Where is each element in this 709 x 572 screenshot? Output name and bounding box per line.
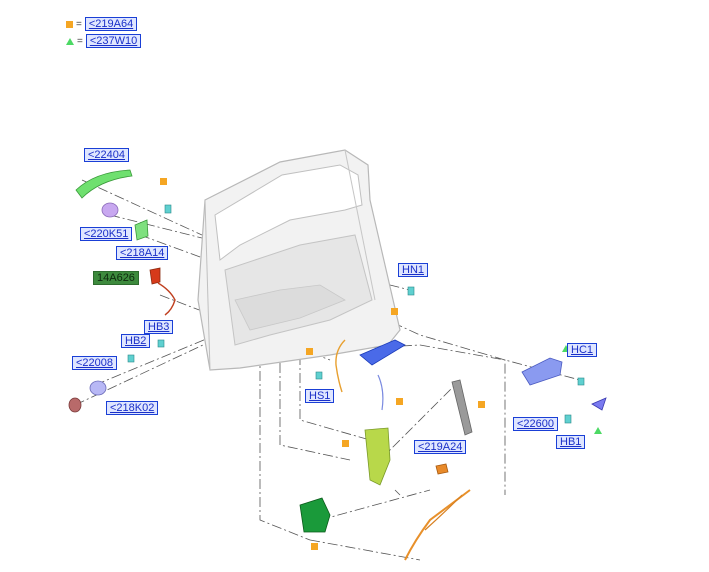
callout-219A24[interactable]: <219A24	[414, 440, 467, 454]
callout-22008[interactable]: <22008	[72, 356, 118, 370]
wire-blue-part	[377, 374, 384, 411]
callout-218K02[interactable]: <218K02	[106, 401, 159, 415]
handle-bezel-part	[101, 202, 119, 218]
triangle-legend-icon	[66, 37, 74, 45]
wiring-14A626-part	[149, 267, 176, 316]
gasket-218K02-part	[68, 397, 82, 413]
callout-HB3[interactable]: HB3	[144, 320, 174, 334]
callout-HC1[interactable]: HC1	[567, 343, 598, 357]
window-motor-part	[359, 339, 406, 366]
legend-row-triangle: = <237W10	[66, 34, 142, 48]
callout-218A14[interactable]: <218A14	[116, 246, 169, 260]
door-latch-part	[299, 497, 331, 533]
release-cable-part	[404, 489, 471, 561]
legend-code-219A64[interactable]: <219A64	[84, 17, 138, 31]
callout-22600[interactable]: <22600	[513, 417, 559, 431]
exterior-handle-part	[75, 169, 133, 199]
door-shell	[197, 149, 401, 371]
interior-handle-part	[521, 357, 563, 386]
callout-HS1[interactable]: HS1	[305, 389, 335, 403]
callout-HN1[interactable]: HN1	[398, 263, 429, 277]
callout-22404[interactable]: <22404	[84, 148, 130, 162]
bracket-yellowgreen-part	[364, 427, 391, 486]
legend-equals: =	[77, 35, 83, 47]
glass-channel-part	[451, 379, 473, 436]
callout-14A626[interactable]: 14A626	[93, 271, 139, 285]
legend-code-237W10[interactable]: <237W10	[85, 34, 142, 48]
lock-cylinder-part	[89, 380, 107, 396]
square-markers	[160, 178, 485, 550]
cap-part	[591, 397, 607, 411]
fastener-clips	[127, 204, 585, 424]
cable-orange-part	[335, 339, 346, 393]
legend-row-square: = <219A64	[66, 17, 138, 31]
callout-HB1[interactable]: HB1	[556, 435, 586, 449]
clip-219A24-part	[435, 463, 449, 475]
callout-220K51[interactable]: <220K51	[80, 227, 133, 241]
cover-218A14-part	[134, 219, 149, 241]
square-legend-icon	[66, 20, 73, 28]
legend-equals: =	[76, 18, 82, 30]
callout-HB2[interactable]: HB2	[121, 334, 151, 348]
